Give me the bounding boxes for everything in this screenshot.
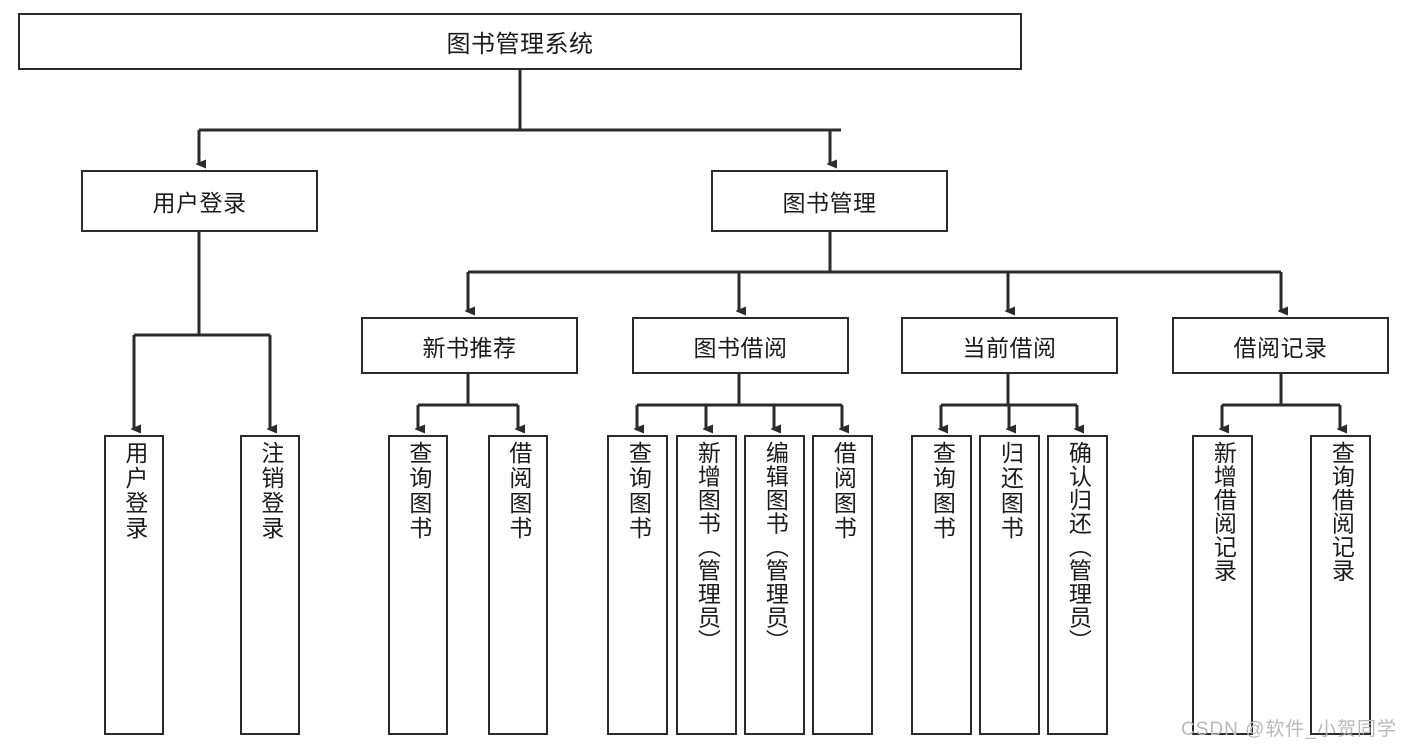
watermark: CSDN @软件_小贺同学 [1181,719,1397,740]
node-label: 图书借阅 [693,334,788,361]
node-label: 新书推荐 [422,334,517,361]
leaf-current-borrow-confirm-return-admin[interactable]: 确认归还（管理员） [1047,435,1108,735]
node-label: 借阅记录 [1233,334,1328,361]
node-root-book-management-system[interactable]: 图书管理系统 [18,13,1022,70]
node-book-borrow[interactable]: 图书借阅 [632,317,849,374]
leaf-label: 新增图书（管理员） [694,441,721,653]
node-label: 图书管理 [782,190,877,216]
leaf-book-borrow-query-book[interactable]: 查询图书 [607,435,668,735]
leaf-user-login-signout[interactable]: 注销登录 [240,435,300,735]
node-label: 图书管理系统 [446,31,594,58]
leaf-current-borrow-query-book[interactable]: 查询图书 [911,435,972,735]
node-label: 用户登录 [152,190,247,216]
node-label: 当前借阅 [962,334,1057,361]
leaf-book-borrow-add-book-admin[interactable]: 新增图书（管理员） [676,435,737,735]
leaf-label: 借阅图书 [830,441,857,541]
node-book-management[interactable]: 图书管理 [711,170,948,232]
leaf-label: 查询借阅记录 [1328,441,1355,582]
leaf-book-borrow-borrow-book[interactable]: 借阅图书 [812,435,873,735]
node-user-login[interactable]: 用户登录 [81,170,318,232]
leaf-borrow-records-add-record[interactable]: 新增借阅记录 [1192,435,1253,735]
leaf-new-book-borrow-book[interactable]: 借阅图书 [488,435,548,735]
leaf-label: 查询图书 [625,441,652,541]
node-current-borrow[interactable]: 当前借阅 [901,317,1118,374]
leaf-label: 查询图书 [405,441,432,541]
leaf-label: 新增借阅记录 [1210,441,1237,582]
leaf-label: 编辑图书（管理员） [762,441,789,653]
leaf-label: 注销登录 [257,441,284,541]
node-borrow-records[interactable]: 借阅记录 [1172,317,1389,374]
leaf-new-book-query-book[interactable]: 查询图书 [388,435,448,735]
leaf-label: 归还图书 [997,441,1024,541]
leaf-current-borrow-return-book[interactable]: 归还图书 [979,435,1040,735]
leaf-label: 查询图书 [929,441,956,541]
leaf-label: 借阅图书 [505,441,532,541]
leaf-borrow-records-query-record[interactable]: 查询借阅记录 [1310,435,1371,735]
leaf-label: 确认归还（管理员） [1065,441,1092,653]
node-new-book-recommend[interactable]: 新书推荐 [361,317,578,374]
leaf-user-login-signin[interactable]: 用户登录 [104,435,164,735]
leaf-label: 用户登录 [121,441,148,541]
leaf-book-borrow-edit-book-admin[interactable]: 编辑图书（管理员） [744,435,805,735]
